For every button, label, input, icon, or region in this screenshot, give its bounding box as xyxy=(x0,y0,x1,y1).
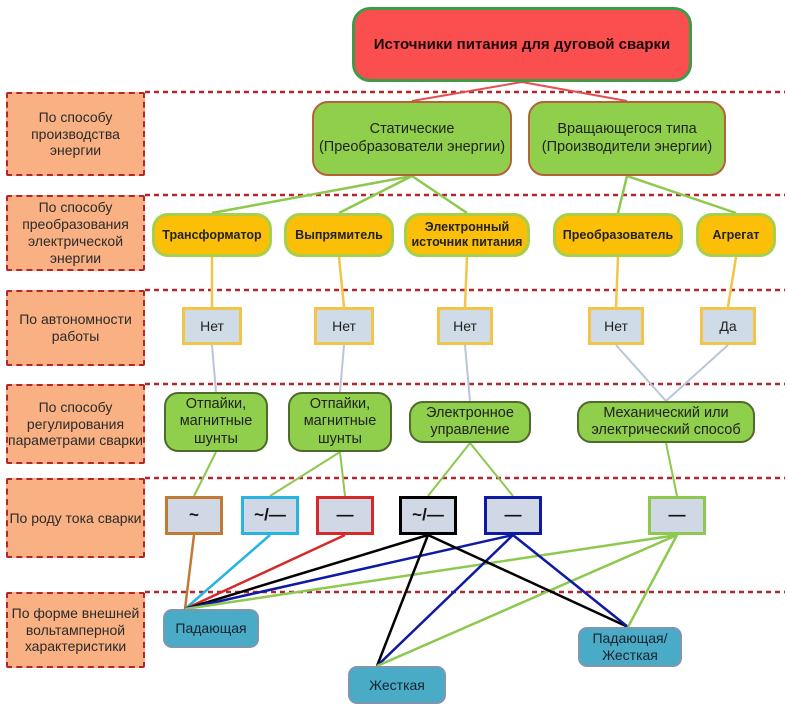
row-label-autonomy: По автономности работы xyxy=(6,290,145,366)
connector-conversion xyxy=(726,256,738,308)
node-current-dc: — xyxy=(316,496,374,535)
connector-current xyxy=(375,534,430,667)
connector-autonomy xyxy=(211,344,217,393)
connector-current xyxy=(184,533,678,611)
row-label-vac-characteristic: По форме внешней вольтамперной характери… xyxy=(6,592,145,668)
node-regulation-mech-electric: Механический или электрический способ xyxy=(577,401,755,443)
node-regulation-electronic: Электронное управление xyxy=(409,401,531,443)
node-current-ac-dc: ~/— xyxy=(241,496,299,535)
connector-production xyxy=(411,174,468,215)
node-regulation-taps-shunts: Отпайки, магнитные шунты xyxy=(288,392,392,452)
node-autonomy-no: Нет xyxy=(314,307,374,345)
node-current-ac: ~ xyxy=(165,496,223,535)
connector-regulation xyxy=(427,442,471,497)
connector-current xyxy=(184,533,514,611)
connector-production xyxy=(211,174,413,215)
connector-regulation xyxy=(193,451,217,497)
connector-production xyxy=(338,174,413,215)
node-current-dc: — xyxy=(484,496,542,535)
connector-root xyxy=(411,81,523,102)
node-rotating: Вращающегося типа (Производители энергии… xyxy=(528,101,726,176)
node-transformer: Трансформатор xyxy=(152,213,272,257)
connector-autonomy xyxy=(665,344,729,402)
connector-regulation xyxy=(269,451,341,497)
node-current-dc: — xyxy=(648,496,706,535)
node-converter: Преобразователь xyxy=(553,213,683,257)
connector-current xyxy=(512,534,629,628)
row-label-regulation: По способу регулирования параметрами сва… xyxy=(6,384,145,464)
connector-current xyxy=(427,533,629,629)
connector-autonomy xyxy=(615,344,667,402)
node-vac-falling: Падающая xyxy=(163,609,259,648)
connector-root xyxy=(521,81,628,102)
connector-autonomy xyxy=(339,344,345,393)
node-autonomy-yes: Да xyxy=(700,307,756,345)
connector-current xyxy=(183,534,196,610)
connector-conversion xyxy=(337,256,346,308)
connector-current xyxy=(626,534,679,628)
connector-regulation xyxy=(339,451,346,497)
connector-regulation xyxy=(469,442,514,497)
connector-autonomy xyxy=(464,344,471,402)
node-autonomy-no: Нет xyxy=(437,307,493,345)
connector-current xyxy=(184,534,271,610)
row-label-current-type: По роду тока сварки xyxy=(6,478,145,558)
node-static: Статические (Преобразователи энергии) xyxy=(312,101,512,176)
connector-current xyxy=(376,534,514,667)
node-autonomy-no: Нет xyxy=(182,307,242,345)
node-regulation-taps-shunts: Отпайки, магнитные шунты xyxy=(164,392,268,452)
connector-current xyxy=(184,533,429,611)
root-node: Источники питания для дуговой сварки xyxy=(352,7,692,82)
node-vac-falling-rigid: Падающая/ Жесткая xyxy=(578,627,682,667)
connector-conversion xyxy=(463,256,469,308)
connector-current xyxy=(184,533,346,611)
node-current-ac-dc: ~/— xyxy=(399,496,457,535)
connector-regulation xyxy=(665,442,678,497)
row-label-energy-production: По способу производства энергии xyxy=(6,92,145,176)
node-vac-rigid: Жесткая xyxy=(348,666,446,704)
connector-current xyxy=(376,533,678,668)
connector-production xyxy=(626,174,737,215)
node-rectifier: Выпрямитель xyxy=(284,213,394,257)
row-dividers xyxy=(145,90,785,594)
row-label-energy-conversion: По способу преобразования электрической … xyxy=(6,195,145,271)
node-electronic-source: Электронный источник питания xyxy=(404,213,530,257)
node-aggregate: Агрегат xyxy=(696,213,776,257)
node-autonomy-no: Нет xyxy=(588,307,644,345)
connector-edges xyxy=(183,81,738,668)
connector-production xyxy=(616,175,629,214)
connector-conversion xyxy=(614,256,620,308)
